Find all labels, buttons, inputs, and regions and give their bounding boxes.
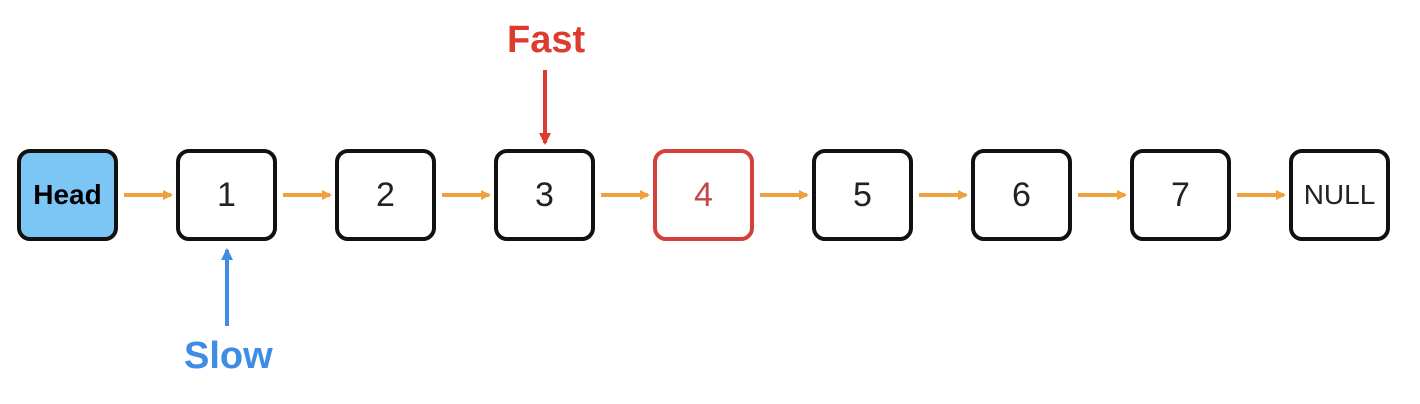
node-label: 3	[535, 175, 554, 214]
node-label: 5	[853, 175, 872, 214]
head-node: Head	[17, 149, 118, 241]
fast-pointer-label: Fast	[507, 19, 586, 61]
list-node: 3	[494, 149, 595, 241]
list-node: 7	[1130, 149, 1231, 241]
node-label: Head	[33, 179, 102, 210]
node-label: 7	[1171, 175, 1190, 214]
node-label: 1	[217, 175, 236, 214]
highlighted-node: 4	[653, 149, 754, 241]
null-node: NULL	[1289, 149, 1390, 241]
list-node: 5	[812, 149, 913, 241]
slow-pointer-label: Slow	[184, 335, 273, 377]
list-node: 6	[971, 149, 1072, 241]
node-label: NULL	[1303, 179, 1376, 210]
list-node: 1	[176, 149, 277, 241]
list-node: 2	[335, 149, 436, 241]
node-label: 4	[694, 175, 713, 214]
node-label: 2	[376, 175, 395, 214]
node-label: 6	[1012, 175, 1031, 214]
